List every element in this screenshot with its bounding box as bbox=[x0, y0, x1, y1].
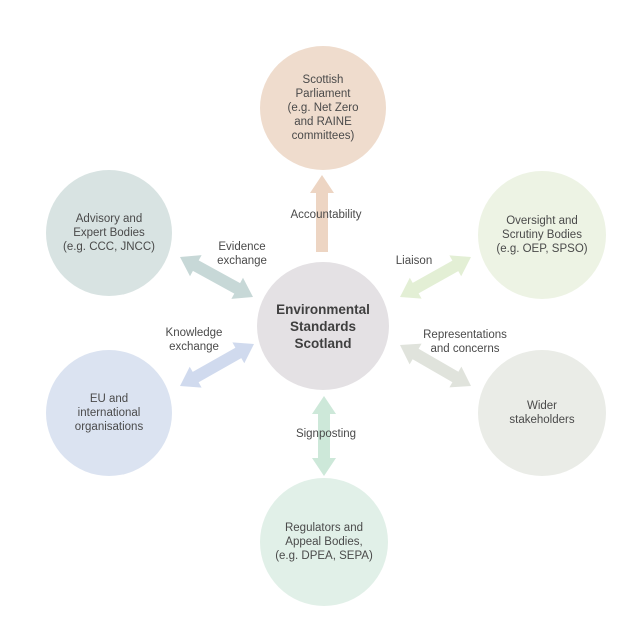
center-node-ess: Environmental Standards Scotland bbox=[257, 262, 389, 390]
node-label-regulators: Regulators and Appeal Bodies, (e.g. DPEA… bbox=[275, 522, 373, 562]
knowledge-arrow bbox=[180, 342, 254, 388]
node-label-parliament: Scottish Parliament (e.g. Net Zero and R… bbox=[287, 74, 359, 142]
node-scottish-parliament: Scottish Parliament (e.g. Net Zero and R… bbox=[260, 46, 386, 170]
node-regulators-appeal: Regulators and Appeal Bodies, (e.g. DPEA… bbox=[260, 478, 388, 606]
edge-label-liaison: Liaison bbox=[395, 255, 433, 267]
edge-label-evidence: Evidence exchange bbox=[217, 241, 267, 267]
evidence-arrow bbox=[180, 255, 253, 299]
node-wider-stakeholders: Wider stakeholders bbox=[478, 350, 606, 476]
edge-label-knowledge: Knowledge exchange bbox=[165, 327, 223, 353]
edge-label-accountability: Accountability bbox=[290, 209, 362, 221]
node-label-stakeholders: Wider stakeholders bbox=[509, 400, 575, 426]
node-label-eu: EU and international organisations bbox=[74, 393, 144, 433]
node-label-advisory: Advisory and Expert Bodies (e.g. CCC, JN… bbox=[62, 213, 155, 253]
node-advisory-expert: Advisory and Expert Bodies (e.g. CCC, JN… bbox=[46, 170, 172, 296]
edge-label-signposting: Signposting bbox=[295, 428, 357, 440]
edge-label-representations: Representations and concerns bbox=[423, 329, 507, 355]
representations-arrow bbox=[400, 343, 471, 388]
signposting-arrow bbox=[312, 396, 336, 476]
node-label-oversight: Oversight and Scrutiny Bodies (e.g. OEP,… bbox=[496, 215, 588, 255]
center-node-label: Environmental Standards Scotland bbox=[276, 301, 370, 351]
node-oversight-scrutiny: Oversight and Scrutiny Bodies (e.g. OEP,… bbox=[478, 171, 606, 299]
accountability-arrow bbox=[310, 175, 334, 252]
node-eu-international: EU and international organisations bbox=[46, 350, 172, 476]
liaison-arrow bbox=[400, 255, 471, 299]
